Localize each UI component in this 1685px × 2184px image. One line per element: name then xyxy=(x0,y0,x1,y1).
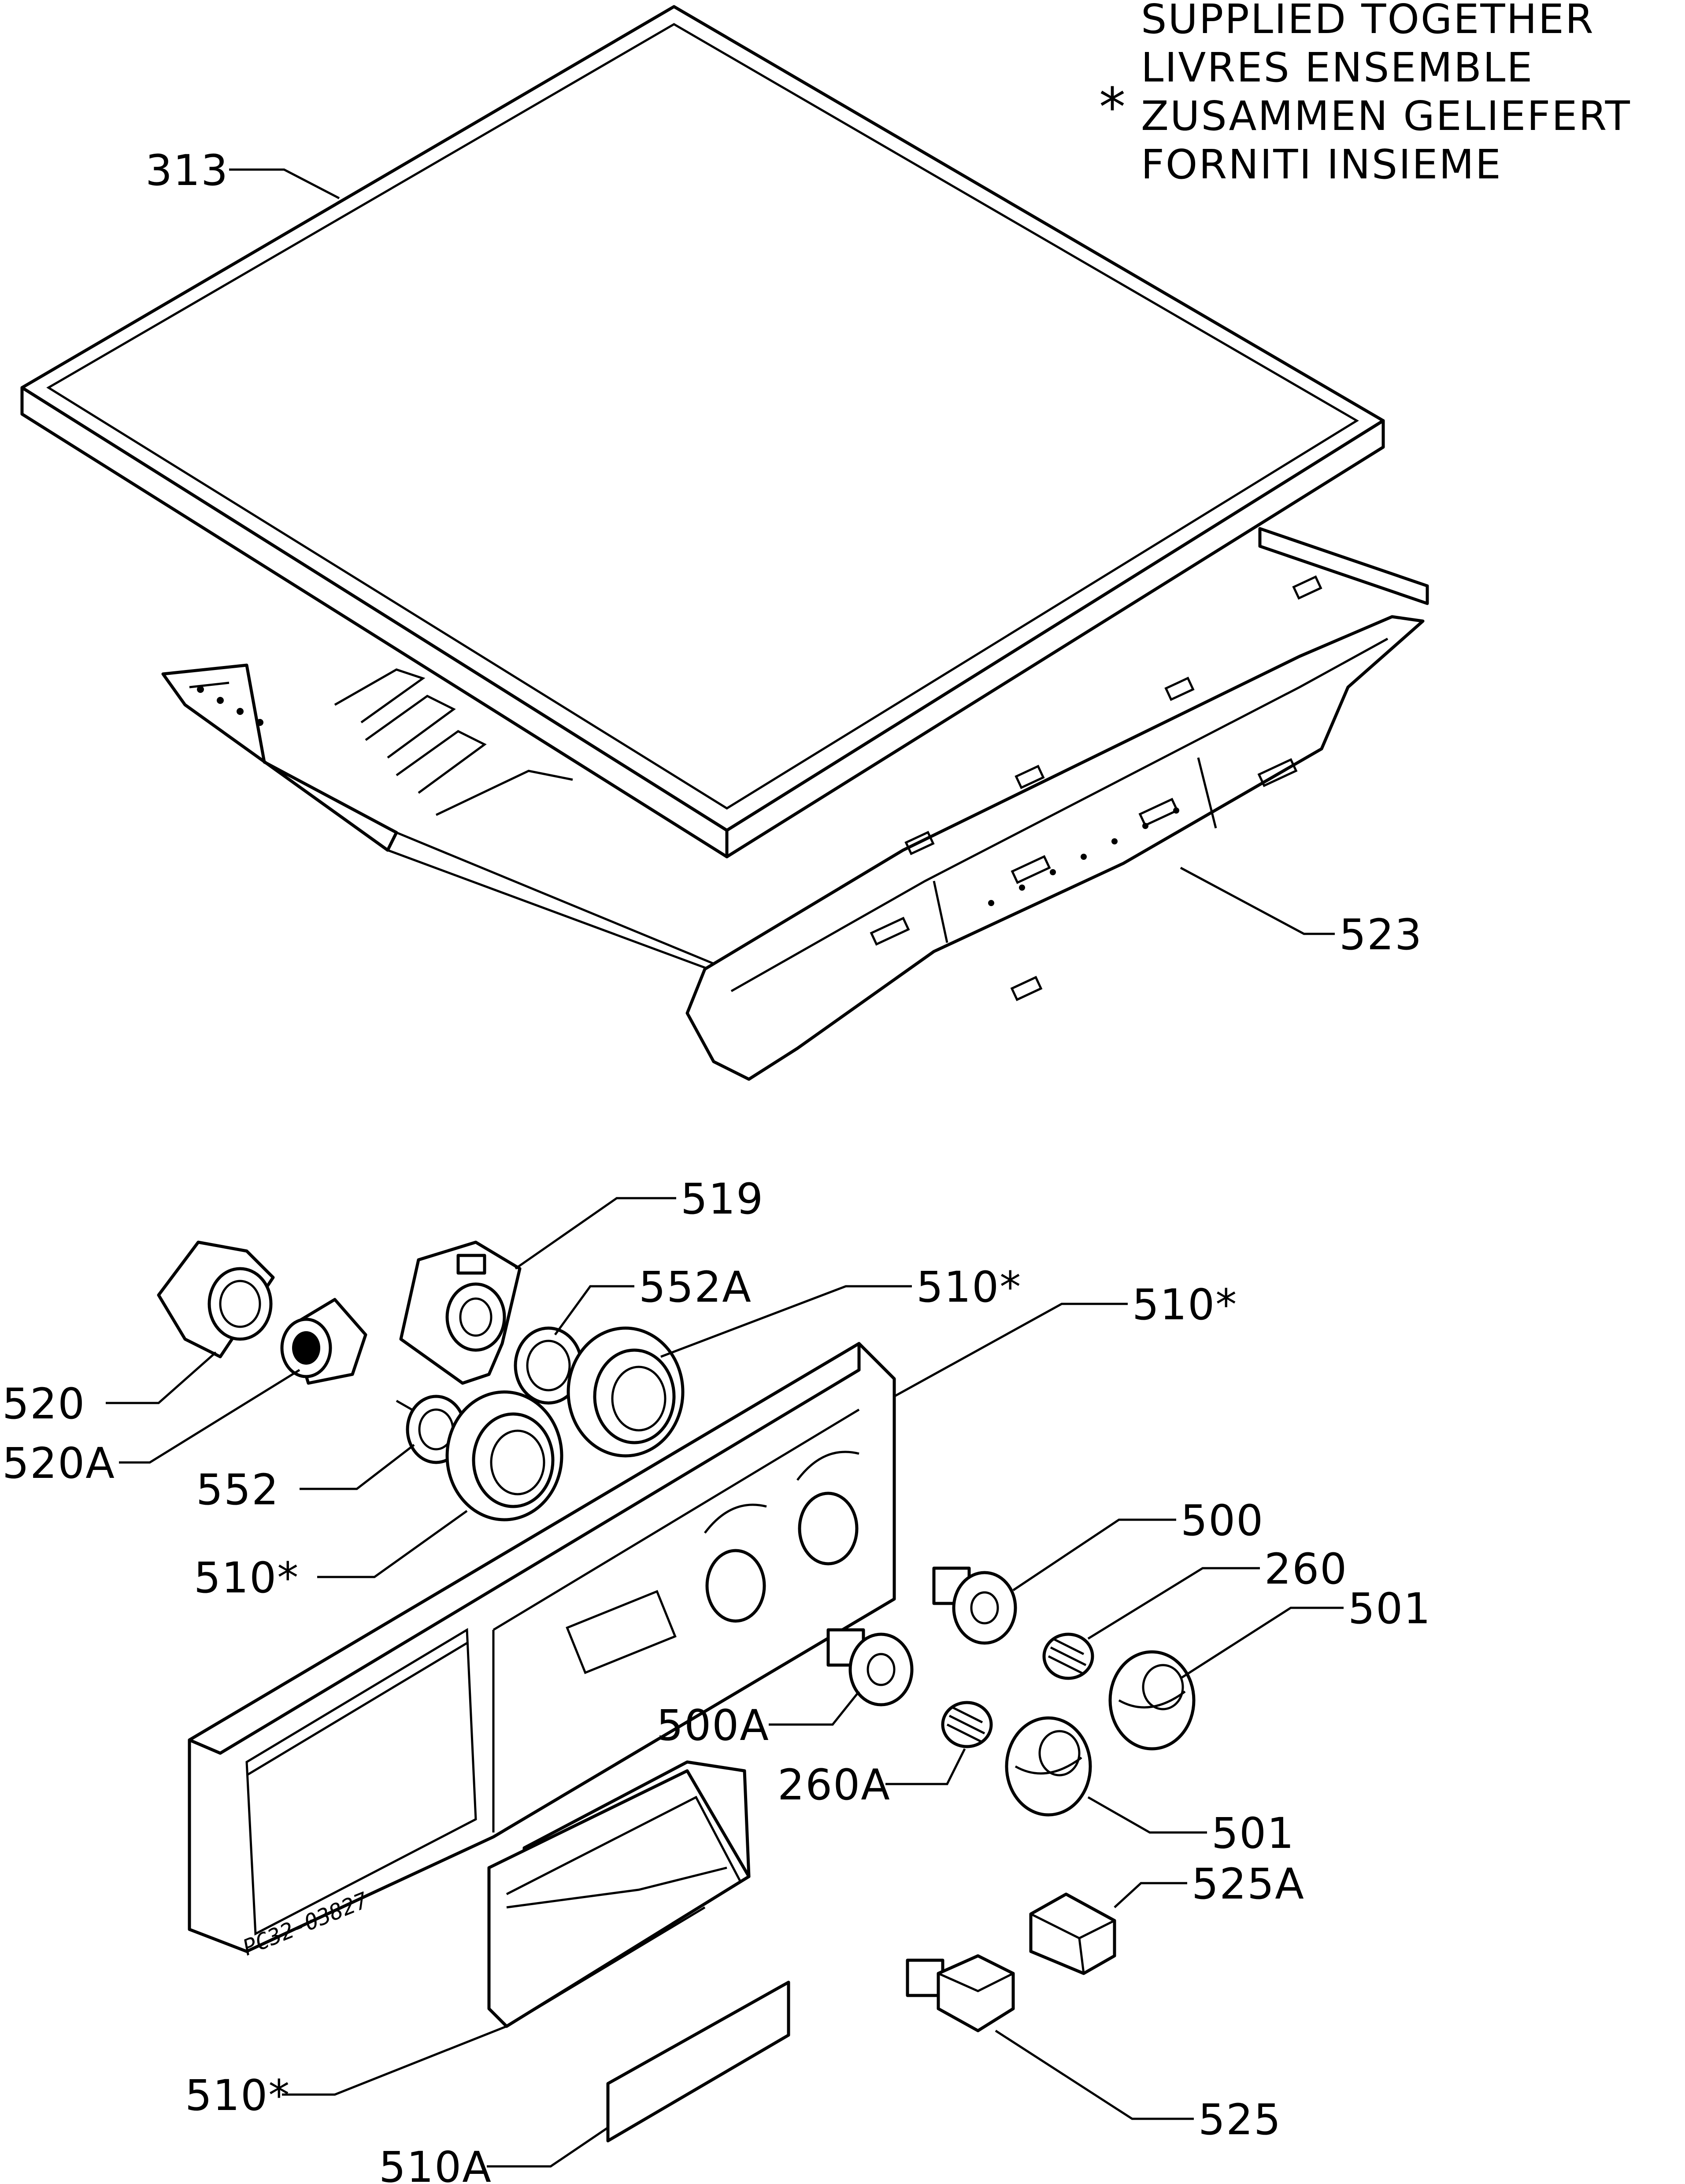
spring-260A xyxy=(941,1701,993,1748)
label-510-drawer: 510* xyxy=(185,2071,290,2120)
note-line-en: SUPPLIED TOGETHER xyxy=(1141,0,1595,43)
label-510-knob-lower: 510* xyxy=(194,1553,299,1603)
note-line-fr: LIVRES ENSEMBLE xyxy=(1141,44,1533,91)
label-500A: 500A xyxy=(656,1701,770,1750)
label-552: 552 xyxy=(196,1465,279,1514)
label-525A: 525A xyxy=(1192,1859,1305,1909)
label-510-knob-upper: 510* xyxy=(916,1262,1022,1312)
label-520A: 520A xyxy=(2,1439,115,1488)
drawer-front-510 xyxy=(487,1760,751,2028)
button-525A xyxy=(1029,1892,1116,1975)
label-520: 520 xyxy=(2,1379,85,1429)
label-313: 313 xyxy=(145,146,229,195)
knob-501-lower xyxy=(1005,1716,1092,1817)
bushing-520A xyxy=(280,1298,367,1385)
knob-insert-500A xyxy=(826,1628,914,1706)
label-523: 523 xyxy=(1339,910,1422,959)
label-510-panel: 510* xyxy=(1132,1280,1237,1329)
worktop-313 xyxy=(20,5,1385,859)
label-500: 500 xyxy=(1181,1496,1264,1545)
knob-insert-500 xyxy=(932,1566,1017,1645)
part-labels: 313 523 519 552A 510* 510* 520 520A 552 … xyxy=(2,146,1431,2184)
knob-cap-510-lower xyxy=(445,1390,563,1521)
label-552A: 552A xyxy=(639,1262,752,1312)
insert-510A xyxy=(606,1980,790,2143)
knob-cap-510-upper xyxy=(567,1326,685,1458)
note-line-it: FORNITI INSIEME xyxy=(1141,141,1502,188)
label-501-upper: 501 xyxy=(1348,1584,1431,1633)
knob-501-upper xyxy=(1108,1650,1196,1751)
label-510A: 510A xyxy=(379,2143,492,2184)
spring-260 xyxy=(1042,1632,1094,1680)
bracket-519 xyxy=(399,1240,522,1385)
ring-552A xyxy=(514,1326,583,1405)
label-260: 260 xyxy=(1264,1544,1348,1594)
label-519: 519 xyxy=(681,1174,764,1224)
label-501-lower: 501 xyxy=(1211,1809,1295,1858)
supplied-together-note: * SUPPLIED TOGETHER LIVRES ENSEMBLE ZUSA… xyxy=(1099,0,1631,188)
note-line-de: ZUSAMMEN GELIEFERT xyxy=(1141,93,1631,140)
frame-523 xyxy=(161,527,1429,1081)
leader-lines xyxy=(106,168,1344,2168)
note-asterisk: * xyxy=(1099,77,1126,138)
clip-520 xyxy=(157,1240,275,1359)
label-525: 525 xyxy=(1198,2095,1281,2144)
label-260A: 260A xyxy=(778,1760,891,1810)
button-525 xyxy=(906,1954,1015,2032)
